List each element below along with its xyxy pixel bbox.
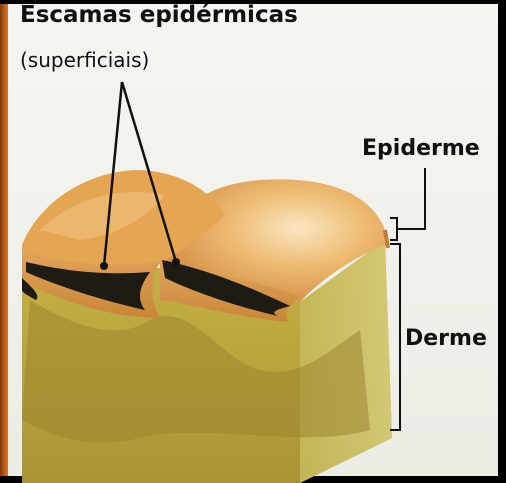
figure-title: Escamas epidérmicas: [20, 2, 298, 28]
pointer-dot-left: [100, 262, 108, 270]
epidermis-bracket: [390, 218, 397, 240]
label-epidermis: Epiderme: [362, 136, 480, 161]
figure-subtitle: (superficiais): [20, 48, 149, 72]
epidermis-edge: [385, 230, 388, 248]
pointer-dot-right: [172, 258, 180, 266]
epidermis-leader: [397, 168, 425, 229]
label-dermis: Derme: [405, 326, 487, 351]
dermis-bracket: [390, 244, 400, 430]
